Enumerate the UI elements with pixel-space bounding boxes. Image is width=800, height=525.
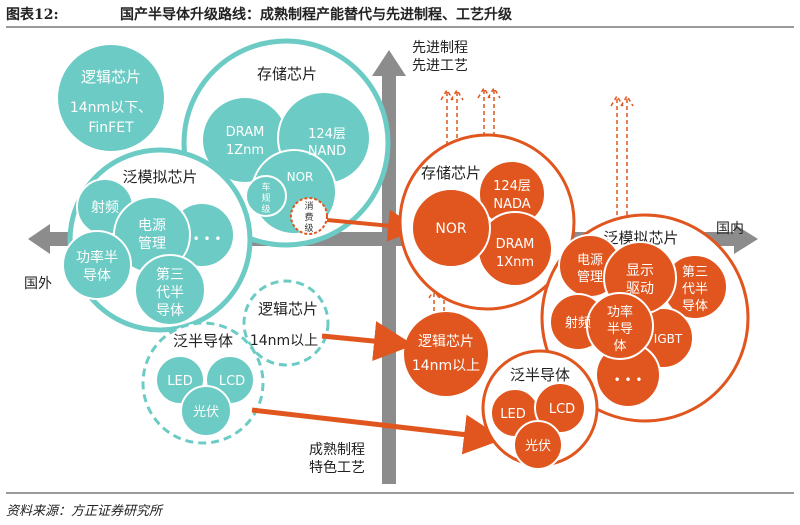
left-analog-group: 泛模拟芯片 射频 电源 管理 • • • 功率半 导体 第三 代半 导体	[62, 147, 253, 333]
right-rf: 射频	[565, 315, 591, 331]
left-storage-title: 存储芯片	[257, 65, 317, 83]
right-logic-circle	[404, 312, 488, 396]
right-storage-group: 存储芯片 NOR 124层 NADA DRAM 1Xnm	[398, 133, 576, 311]
left-third-circle	[134, 254, 206, 326]
figure-header: 图表12: 国产半导体升级路线：成熟制程产能替代与先进制程、工艺升级	[6, 0, 794, 28]
right-storage-title: 存储芯片	[421, 164, 481, 182]
right-analog-title: 泛模拟芯片	[603, 229, 678, 247]
left-logic-title: 逻辑芯片	[81, 68, 141, 86]
left-power-2: 管理	[138, 236, 166, 252]
right-dram-1: DRAM	[496, 237, 535, 252]
right-nada-2: NADA	[493, 197, 530, 212]
right-pv-circle	[513, 420, 563, 470]
right-lcd-circle	[534, 382, 586, 434]
right-dots: • • •	[614, 373, 643, 387]
left-pwr-1: 功率半	[76, 249, 118, 266]
left-rf: 射频	[91, 200, 119, 216]
left-dots: • • •	[193, 232, 222, 246]
left-third-3: 导体	[156, 303, 184, 319]
left-consumer-2: 费	[304, 211, 313, 223]
arrow-nor	[326, 209, 420, 242]
left-car-circle	[245, 175, 287, 217]
right-dram-2: 1Xnm	[496, 255, 534, 270]
left-pwr-circle	[62, 230, 132, 300]
figure-source: 资料来源：方正证券研究所	[6, 492, 794, 519]
left-logic-line1: 14nm以下、	[70, 100, 152, 116]
right-display-1: 显示	[626, 263, 654, 279]
right-pan-title: 泛半导体	[510, 366, 570, 384]
axis-top-label-1: 先进制程	[412, 40, 468, 56]
dashed-up-arrow-5	[610, 94, 624, 250]
axis-top-label-2: 先进工艺	[412, 58, 468, 74]
left-car-2: 规	[261, 193, 270, 204]
left-pwr-2: 导体	[83, 268, 111, 284]
right-pan-group: 泛半导体 LED LCD 光伏	[481, 349, 599, 470]
right-lcd: LCD	[549, 402, 575, 417]
right-pwr-circle	[586, 292, 654, 360]
left-pv-circle	[180, 385, 232, 437]
right-display-2: 驱动	[626, 281, 654, 297]
right-nor-circle	[411, 188, 491, 268]
left-logic-line2: FinFET	[88, 120, 134, 136]
roadmap-diagram: 先进制程 先进工艺 成熟制程 特色工艺 国外 国内 逻辑芯片 14nm以下、 F…	[24, 38, 758, 484]
left-third-1: 第三	[156, 266, 184, 283]
left-lcd: LCD	[219, 374, 245, 389]
dashed-up-arrow-6	[620, 94, 634, 250]
left-nand-1: 124层	[308, 127, 346, 142]
left-car-1: 车	[261, 181, 270, 193]
right-pwr-3: 体	[613, 339, 626, 354]
migration-arrows	[251, 209, 504, 455]
left-dram-2: 1Znm	[226, 143, 264, 158]
axis-right-label: 国内	[716, 221, 744, 237]
arrow-logic	[321, 321, 414, 361]
source-text: 资料来源：方正证券研究所	[6, 504, 163, 519]
right-logic-2: 14nm以上	[412, 358, 480, 374]
left-consumer-circle	[290, 197, 328, 235]
right-third-2: 代半	[682, 282, 708, 297]
right-led: LED	[500, 407, 525, 422]
right-power-2: 管理	[577, 270, 603, 285]
left-logic-advanced: 逻辑芯片 14nm以下、 FinFET	[58, 45, 164, 151]
left-pan-group: 泛半导体 LED LCD 光伏	[141, 321, 265, 445]
right-power-1: 电源	[577, 253, 603, 268]
axis-bottom-label-1: 成熟制程	[309, 442, 365, 458]
left-nand-2: NAND	[308, 144, 346, 159]
right-analog-group: 泛模拟芯片 电源 管理 显示 驱动 第三 代半 导体 射频 功率 半导 体 IG…	[540, 213, 750, 423]
right-pv: 光伏	[525, 439, 551, 454]
left-power-1: 电源	[138, 218, 166, 234]
axis-left-label: 国外	[24, 276, 52, 292]
left-consumer-3: 级	[304, 222, 313, 234]
figure-title: 国产半导体升级路线：成熟制程产能替代与先进制程、工艺升级	[120, 7, 512, 23]
axis-left-arrowhead	[28, 224, 50, 254]
left-pv: 光伏	[193, 405, 219, 420]
right-pwr-1: 功率	[607, 304, 633, 320]
right-logic-1: 逻辑芯片	[418, 334, 474, 350]
left-led: LED	[167, 374, 192, 389]
left-logic-mature-circle	[242, 279, 330, 367]
axis-right-arrowhead	[734, 224, 758, 254]
left-consumer-1: 消	[304, 200, 313, 212]
left-logic-circle	[58, 45, 164, 151]
left-pan-title: 泛半导体	[173, 332, 233, 350]
left-third-2: 代半	[156, 285, 184, 301]
left-nor: NOR	[287, 170, 314, 184]
right-pwr-2: 半导	[607, 322, 633, 337]
left-dram-1: DRAM	[226, 125, 265, 140]
right-third-3: 导体	[682, 299, 708, 314]
left-logic-mature: 逻辑芯片 14nm以上	[242, 279, 330, 367]
right-nor: NOR	[435, 221, 466, 237]
axis-up-arrowhead	[372, 50, 406, 76]
axis-bottom-label-2: 特色工艺	[309, 459, 365, 476]
right-logic-group: 逻辑芯片 14nm以上	[404, 312, 488, 396]
right-igbt: IGBT	[654, 332, 683, 346]
figure-label: 图表12:	[6, 7, 59, 23]
left-car-3: 级	[261, 203, 270, 215]
left-logic-mature-title: 逻辑芯片	[258, 300, 318, 318]
arrow-pan	[251, 407, 504, 455]
left-analog-title: 泛模拟芯片	[122, 168, 197, 186]
right-third-1: 第三	[682, 265, 708, 280]
right-nada-1: 124层	[493, 179, 531, 194]
left-logic-mature-line: 14nm以上	[250, 333, 318, 349]
